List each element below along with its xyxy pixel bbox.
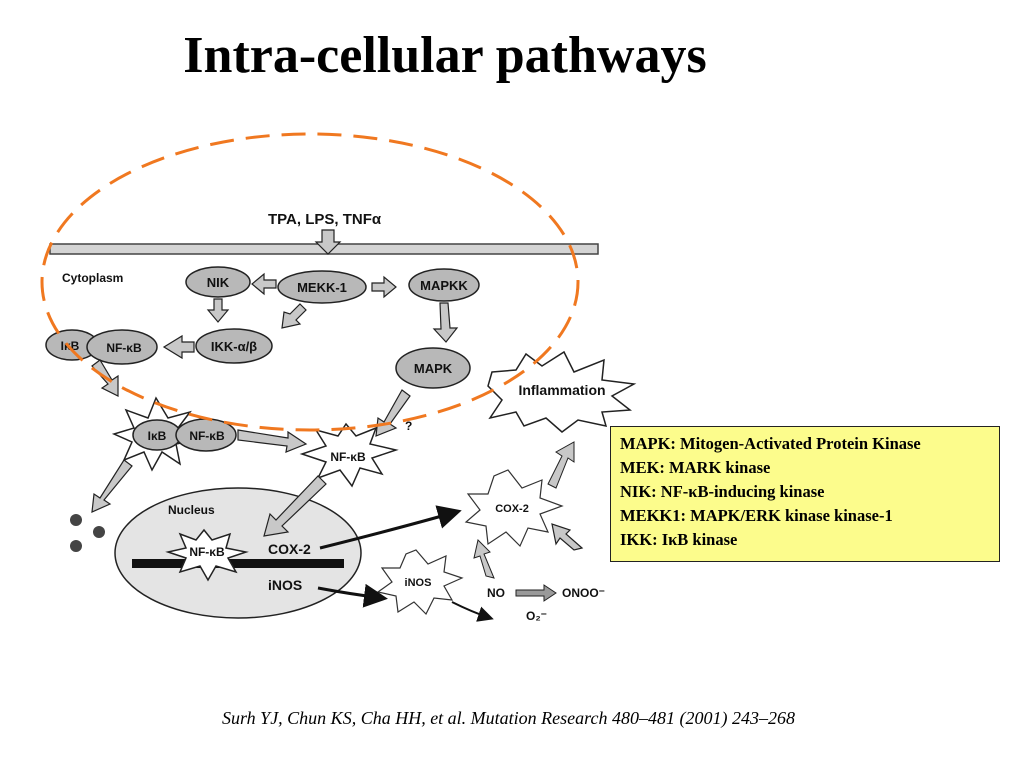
cox2-protein-burst: COX-2 bbox=[464, 469, 564, 548]
node-mapk: MAPK bbox=[395, 347, 471, 389]
complex-ikb-nfkb-top: IκB NF-κB bbox=[45, 329, 158, 365]
citation: Surh YJ, Chun KS, Cha HH, et al. Mutatio… bbox=[222, 708, 795, 728]
highlight-circle bbox=[40, 132, 580, 432]
node-mapkk-label: MAPKK bbox=[420, 278, 468, 293]
node-mekk1-label: MEKK-1 bbox=[297, 280, 347, 295]
nfkb-free-burst: NF-κB bbox=[299, 422, 399, 488]
arrow-inos-to-no bbox=[451, 601, 494, 622]
inflammation-label: Inflammation bbox=[518, 382, 605, 398]
node-nik: NIK bbox=[185, 266, 251, 298]
node-nik-label: NIK bbox=[207, 275, 230, 290]
arrow-mekk1-to-nik bbox=[251, 272, 277, 296]
arrow-no-to-onoo bbox=[515, 584, 557, 602]
arrow-no-to-cox2 bbox=[473, 539, 495, 579]
arrow-onoo-to-cox2 bbox=[551, 523, 584, 551]
node-mapk-label: MAPK bbox=[414, 361, 453, 376]
nfkb-mid-label: NF-κB bbox=[189, 429, 225, 443]
arrow-mekk1-to-mapkk bbox=[371, 275, 397, 299]
arrow-inos-expression bbox=[317, 583, 388, 608]
degraded-ikb-dots bbox=[70, 514, 105, 552]
arrow-ikk-to-complex bbox=[162, 334, 195, 360]
no-arrows bbox=[515, 584, 557, 602]
slide-title: Intra-cellular pathways bbox=[183, 27, 707, 84]
ikb-mid-label: IκB bbox=[148, 429, 167, 443]
arrow-cox2-expression bbox=[319, 505, 462, 550]
expression-arrows bbox=[317, 505, 494, 622]
question-mark: ? bbox=[405, 419, 412, 433]
inos-gene-label: iNOS bbox=[268, 577, 302, 593]
arrow-phospho-to-degraded bbox=[91, 459, 133, 513]
o2-label: O₂⁻ bbox=[526, 609, 547, 623]
legend-line-ikk: IKK: IκB kinase bbox=[620, 530, 738, 549]
nfkb-top-label: NF-κB bbox=[106, 341, 142, 355]
nfkb-nucleus-label: NF-κB bbox=[189, 545, 225, 559]
legend-line-nik: NIK: NF-κB-inducing kinase bbox=[620, 482, 825, 501]
inos-protein-label: iNOS bbox=[405, 577, 432, 589]
arrow-mekk1-to-ikk bbox=[281, 303, 307, 329]
onoo-label: ONOO⁻ bbox=[562, 586, 605, 600]
node-ikk: IKK-α/β bbox=[195, 328, 273, 364]
inos-protein-burst: iNOS bbox=[376, 549, 464, 616]
arrow-nfkb-to-nucleus bbox=[263, 475, 327, 537]
stimulus-arrow bbox=[314, 229, 342, 255]
cytoplasm-label: Cytoplasm bbox=[62, 271, 123, 285]
complex-ikb-nfkb-mid: IκB NF-κB bbox=[111, 396, 237, 472]
nucleus-label: Nucleus bbox=[168, 503, 215, 517]
node-mekk1: MEKK-1 bbox=[277, 270, 367, 304]
legend-line-mapk: MAPK: Mitogen-Activated Protein Kinase bbox=[620, 434, 921, 453]
node-ikk-label: IKK-α/β bbox=[211, 339, 257, 354]
arrow-nik-to-ikk bbox=[206, 298, 230, 323]
inflammation-arrows bbox=[473, 441, 575, 579]
arrow-phospho-to-nfkb bbox=[237, 429, 308, 453]
stimulus-label: TPA, LPS, TNFα bbox=[268, 211, 382, 228]
arrow-cox2-to-inflammation bbox=[547, 441, 575, 489]
node-mapkk: MAPKK bbox=[408, 268, 480, 302]
cox2-gene-label: COX-2 bbox=[268, 541, 311, 557]
nucleus: Nucleus NF-κB COX-2 iNOS bbox=[114, 487, 362, 619]
legend-line-mek: MEK: MARK kinase bbox=[620, 458, 771, 477]
no-label: NO bbox=[487, 586, 505, 600]
abbreviation-legend: MAPK: Mitogen-Activated Protein Kinase M… bbox=[610, 426, 1000, 562]
inflammation-burst: Inflammation bbox=[487, 350, 637, 433]
cox2-protein-label: COX-2 bbox=[495, 503, 529, 515]
legend-line-mekk1: MEKK1: MAPK/ERK kinase kinase-1 bbox=[620, 506, 893, 525]
arrow-mapkk-to-mapk bbox=[432, 302, 459, 343]
nfkb-free-label: NF-κB bbox=[330, 450, 366, 464]
